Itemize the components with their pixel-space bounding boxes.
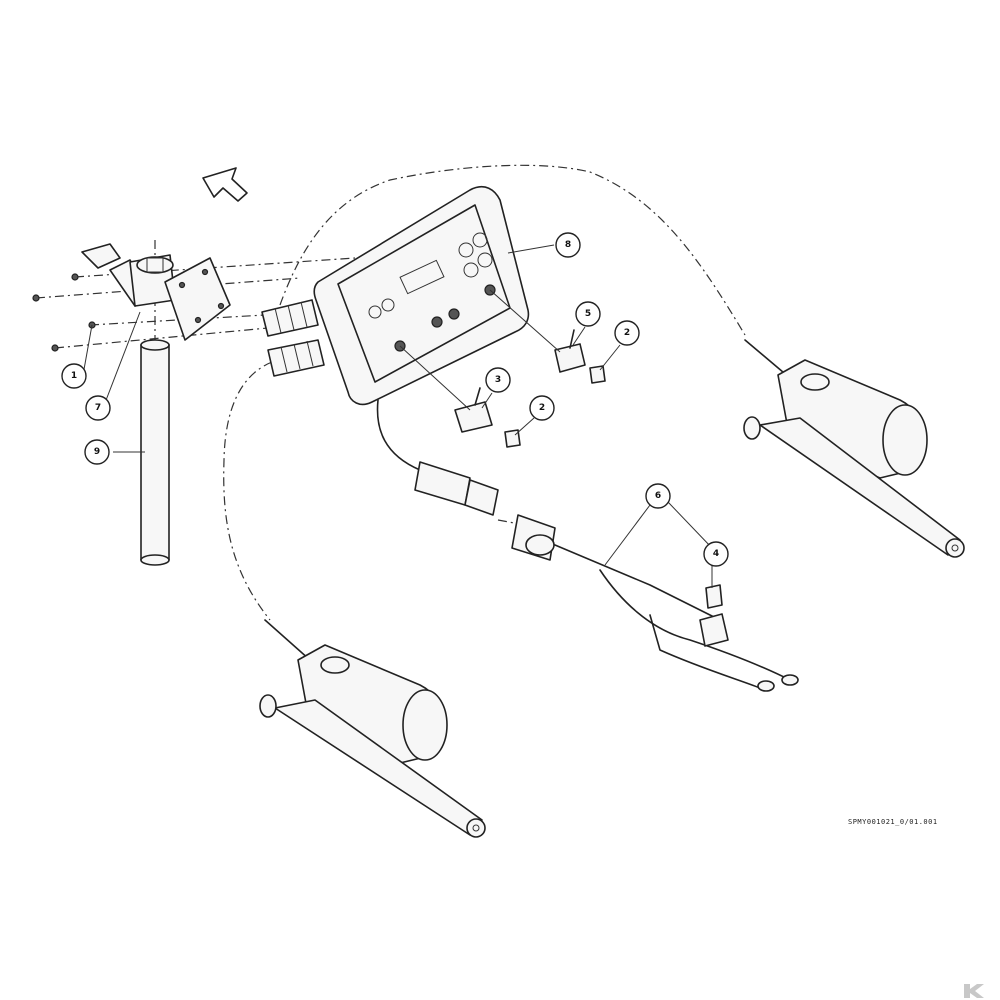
- callout-4: 4: [703, 541, 729, 567]
- drawing-reference: SPMY001021_0/01.001: [848, 818, 938, 826]
- control-cable: [376, 399, 799, 692]
- callout-9: 9: [84, 439, 110, 465]
- callout-6: 6: [645, 483, 671, 509]
- callout-3: 3: [485, 367, 511, 393]
- support-pole: [140, 339, 170, 566]
- linear-actuator: [259, 619, 486, 838]
- callout-2: 2: [614, 320, 640, 346]
- callout-label: 9: [94, 447, 100, 457]
- toggle-switch: [489, 289, 586, 373]
- mounting-clamp: [81, 243, 231, 341]
- leader-lines: [82, 244, 713, 588]
- callout-label: 3: [495, 375, 501, 385]
- callout-8: 8: [555, 232, 581, 258]
- fuse-holder: [699, 584, 729, 647]
- callout-label: 1: [71, 371, 77, 381]
- control-box: [313, 185, 530, 406]
- callout-label: 8: [565, 240, 571, 250]
- toggle-switch: [399, 345, 493, 433]
- callout-label: 2: [539, 403, 545, 413]
- callout-label: 5: [585, 309, 591, 319]
- callout-label: 2: [624, 328, 630, 338]
- linear-actuator: [743, 339, 965, 558]
- callout-5: 5: [575, 301, 601, 327]
- arrow-icon: [202, 167, 248, 202]
- callout-1: 1: [61, 363, 87, 389]
- ferrite-connector: [267, 339, 325, 377]
- switch-cap: [589, 365, 606, 384]
- callout-2: 2: [529, 395, 555, 421]
- callout-label: 7: [95, 403, 101, 413]
- callout-7: 7: [85, 395, 111, 421]
- callout-label: 6: [655, 491, 661, 501]
- screws: [32, 273, 96, 352]
- k-logo-icon: [964, 984, 984, 998]
- ferrite-connector: [261, 299, 319, 337]
- callout-label: 4: [713, 549, 719, 559]
